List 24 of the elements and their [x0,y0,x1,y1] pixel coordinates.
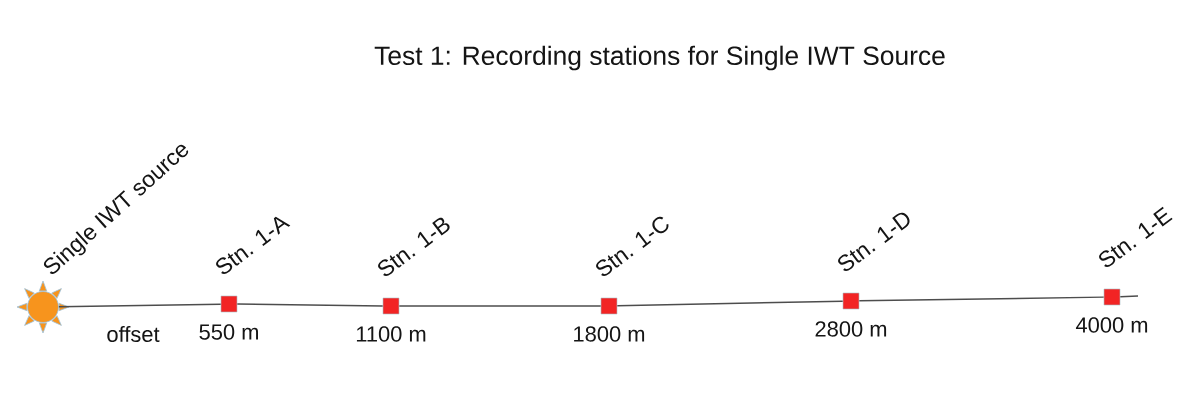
title: Test 1: Recording stations for Single IWT Source [374,45,945,71]
distance-label: 1100 m [356,326,426,342]
line [1119,295,1139,298]
line [236,303,384,307]
line [858,296,1105,302]
sun-icon [16,280,70,334]
distance-label: 4000 m [1075,317,1148,333]
distance-label: 2800 m [815,321,887,337]
line [398,305,602,307]
station-label: Stn. 1-E [1099,206,1173,268]
distance-label: 550 m [199,324,258,340]
station-marker [842,292,860,310]
station-marker [220,295,238,313]
station-marker [1103,288,1121,306]
station-marker [382,297,400,315]
station-label: Stn. 1-C [596,216,669,277]
axis-label: offset [107,325,160,343]
station-label: Stn. 1-B [378,217,450,277]
station-label: Stn. 1-D [838,212,910,272]
station-marker [600,297,618,315]
station-label: Stn. 1-A [216,216,291,275]
distance-label: 1800 m [574,326,645,342]
line [616,300,844,307]
line [58,303,222,308]
